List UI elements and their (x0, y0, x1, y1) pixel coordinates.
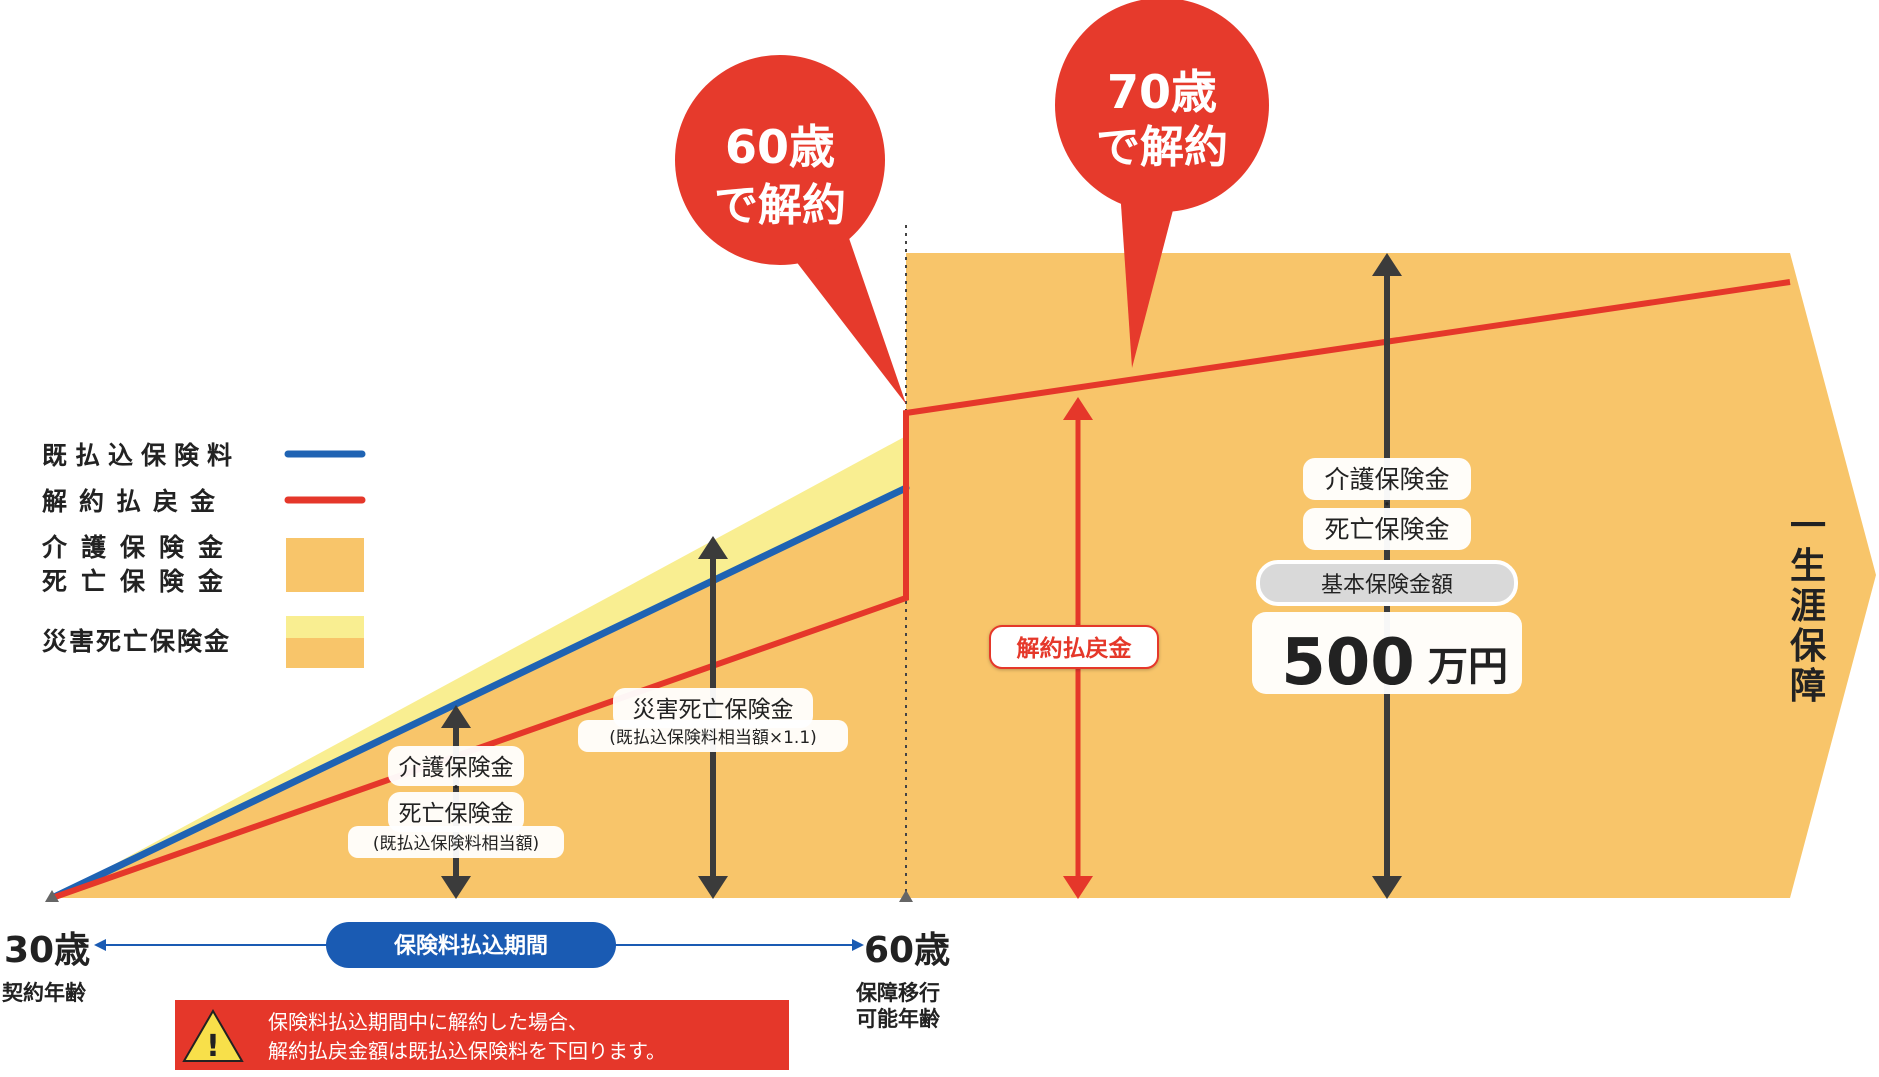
bubble-60-cancel: 60歳 で解約 (675, 55, 906, 404)
label-accident-note: (既払込保険料相当額×1.1) (609, 728, 817, 748)
label-accident-title: 災害死亡保険金 (633, 697, 794, 723)
legend-death-label: 死亡保険金 (42, 567, 237, 596)
axis-end-marker (899, 890, 913, 902)
label-death-post: 死亡保険金 (1324, 515, 1449, 544)
period-pill (326, 922, 616, 968)
axis-end-caption-1: 保障移行 (855, 981, 940, 1005)
legend-accident-swatch-bottom (286, 638, 364, 668)
label-equiv-paid: (既払込保険料相当額) (373, 834, 539, 854)
axis-start-caption: 契約年齢 (1, 981, 87, 1005)
warning-icon: ! (182, 1009, 244, 1064)
legend-surrender-label: 解約払戻金 (42, 487, 227, 516)
label-care-post: 介護保険金 (1324, 465, 1449, 494)
legend-accident-label: 災害死亡保険金 (42, 627, 231, 656)
svg-text:一: 一 (1790, 506, 1826, 547)
label-care-death-pre: 介護保険金 ・ 死亡保険金 (既払込保険料相当額) (348, 746, 564, 858)
legend: 既払込保険料 解約払戻金 介護保険金 死亡保険金 災害死亡保険金 (41, 441, 366, 668)
axis-end-age: 60歳 (864, 930, 950, 971)
svg-text:保: 保 (1790, 626, 1827, 667)
label-surrender-value: 解約払戻金 (989, 625, 1159, 669)
bubble-60-text: で解約 (714, 180, 846, 231)
warning-box: ! 保険料払込期間中に解約した場合、 解約払戻金額は既払込保険料を下回ります。 (175, 1000, 789, 1070)
svg-text:障: 障 (1790, 666, 1826, 707)
label-base-amount-title: 基本保険金額 (1321, 573, 1453, 598)
label-base-amount: 介護保険金 ・ 死亡保険金 基本保険金額 500 万円 (1252, 458, 1522, 700)
svg-text:!: ! (206, 1029, 220, 1064)
svg-text:涯: 涯 (1790, 586, 1826, 627)
amount-number: 500 (1281, 626, 1415, 700)
svg-text:生: 生 (1790, 546, 1826, 587)
bubble-60-age: 60歳 (725, 120, 835, 174)
bubble-70-cancel: 70歳 で解約 (1055, 0, 1269, 368)
legend-care-swatch (286, 538, 364, 592)
legend-accident-swatch-top (286, 616, 364, 638)
legend-paid-label: 既払込保険料 (42, 441, 240, 470)
legend-care-label: 介護保険金 (41, 533, 237, 562)
paid-premium-line (48, 484, 910, 902)
axis-end-caption-2: 可能年齢 (856, 1007, 941, 1031)
bubble-70-age: 70歳 (1107, 65, 1217, 119)
label-death: 死亡保険金 (399, 801, 514, 827)
label-care: 介護保険金 (399, 755, 514, 781)
axis-start-age: 30歳 (4, 930, 90, 971)
axis-start-marker (45, 890, 59, 902)
svg-text:解約払戻金: 解約払戻金 (1017, 635, 1133, 662)
period-label: 保険料払込期間 (393, 934, 548, 959)
warning-line-2: 解約払戻金額は既払込保険料を下回ります。 (268, 1039, 666, 1063)
lifetime-coverage-text: 一 生 涯 保 障 (1790, 506, 1827, 707)
label-accident-death: 災害死亡保険金 (既払込保険料相当額×1.1) (578, 688, 848, 752)
bubble-70-text: で解約 (1096, 122, 1228, 173)
warning-line-1: 保険料払込期間中に解約した場合、 (268, 1010, 588, 1034)
amount-unit: 万円 (1428, 644, 1508, 690)
